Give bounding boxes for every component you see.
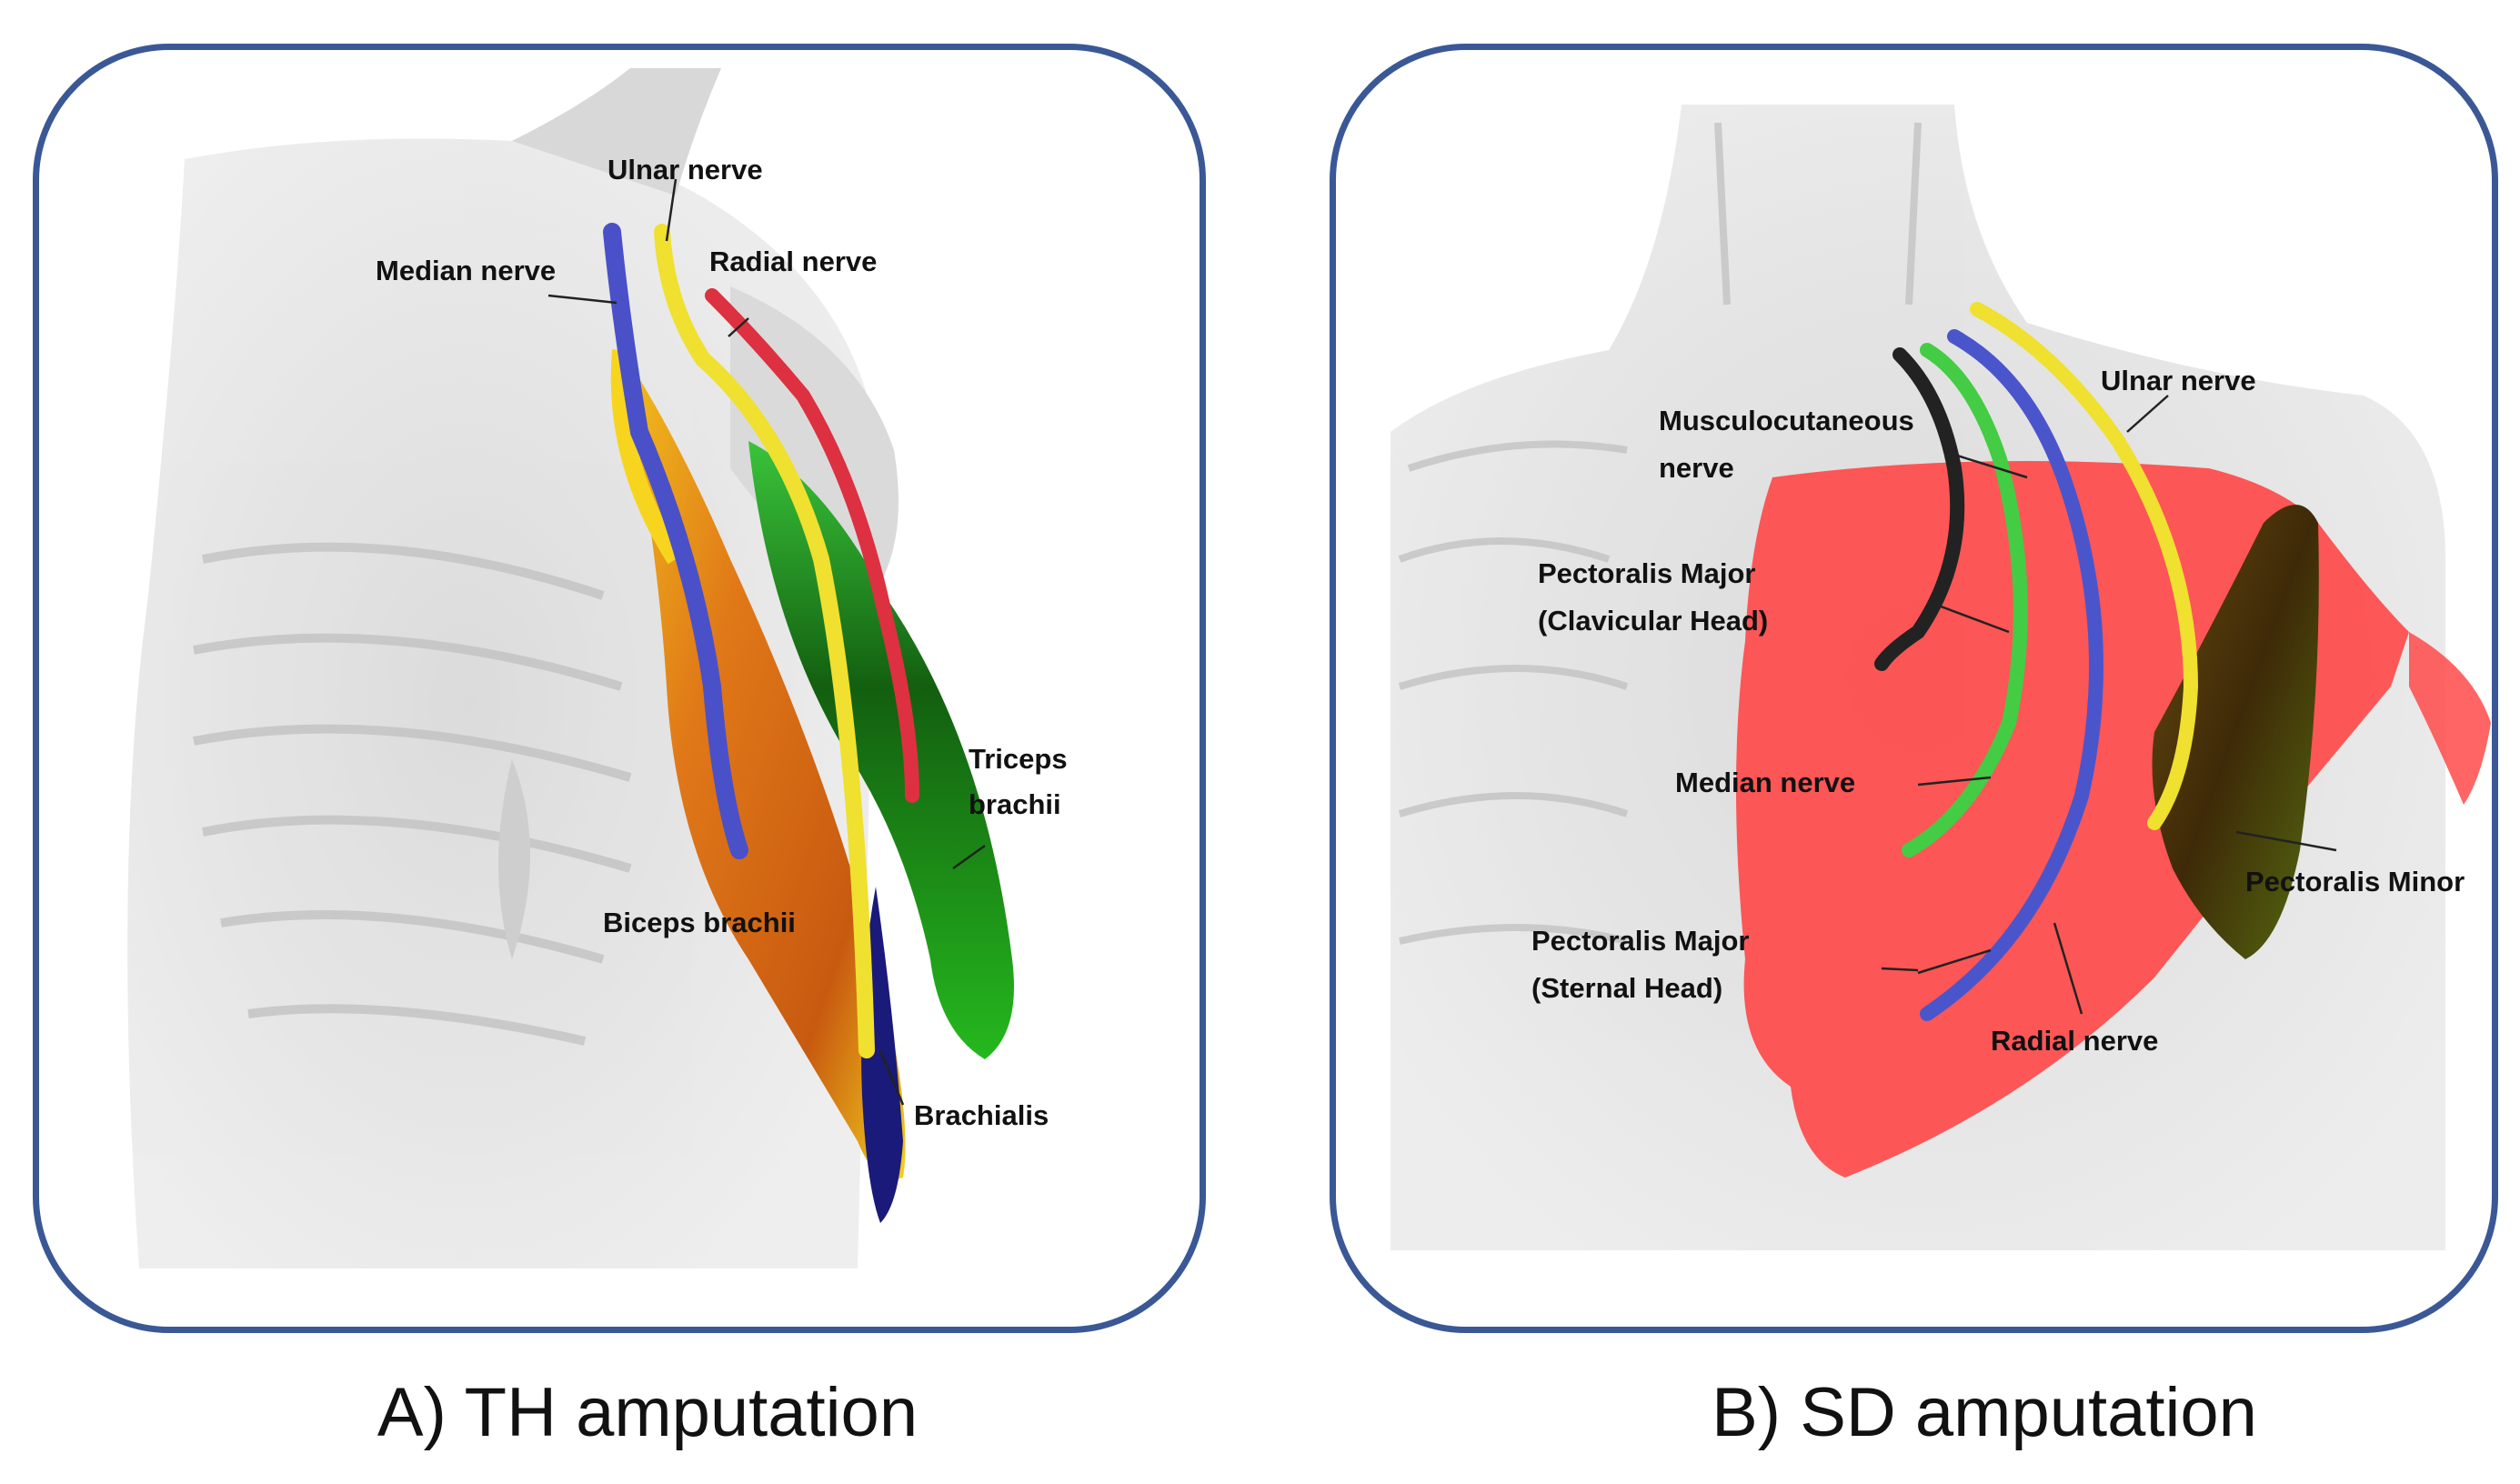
label-pectoralis-minor: Pectoralis Minor <box>2245 866 2465 897</box>
label-triceps-line2: brachii <box>969 788 1061 820</box>
label-pec-major-sternal-line2: (Sternal Head) <box>1531 972 1722 1004</box>
sd-anatomy-illustration: Ulnar nerve Musculocutaneous nerve Pecto… <box>1391 105 2491 1250</box>
label-musculocutaneous-line1: Musculocutaneous <box>1659 405 1914 436</box>
label-musculocutaneous-line2: nerve <box>1659 452 1734 484</box>
pectoralis-minor <box>2152 505 2319 959</box>
median-nerve-b <box>1902 343 2028 857</box>
label-radial-nerve-b: Radial nerve <box>1991 1025 2158 1057</box>
label-ulnar-nerve-a: Ulnar nerve <box>607 154 763 186</box>
ulnar-nerve-a <box>654 224 875 1058</box>
label-biceps-brachii: Biceps brachii <box>603 907 796 938</box>
label-radial-nerve-a: Radial nerve <box>709 246 877 277</box>
label-median-nerve-b: Median nerve <box>1675 767 1855 798</box>
panel-th-amputation: Median nerve Ulnar nerve Radial nerve Tr… <box>33 44 1206 1333</box>
triceps-brachii <box>748 441 1014 1059</box>
label-pec-major-sternal-line1: Pectoralis Major <box>1531 925 1749 957</box>
th-anatomy-illustration: Median nerve Ulnar nerve Radial nerve Tr… <box>127 68 1068 1268</box>
caption-sd-amputation: B) SD amputation <box>1712 1374 2257 1451</box>
musculocutaneous-nerve <box>1874 347 1965 671</box>
radial-nerve-b <box>1920 329 2103 1021</box>
label-pec-major-clavicular-line2: (Clavicular Head) <box>1538 605 1768 637</box>
panel-sd-amputation: Ulnar nerve Musculocutaneous nerve Pecto… <box>1330 44 2498 1333</box>
median-nerve-a <box>603 223 748 859</box>
radial-nerve-a <box>705 288 919 803</box>
caption-th-amputation: A) TH amputation <box>376 1374 919 1451</box>
label-ulnar-nerve-b: Ulnar nerve <box>2101 365 2256 396</box>
label-median-nerve-a: Median nerve <box>376 255 556 286</box>
label-pec-major-clavicular-line1: Pectoralis Major <box>1538 557 1755 589</box>
label-brachialis: Brachialis <box>914 1099 1049 1131</box>
label-triceps-line1: Triceps <box>969 743 1068 775</box>
ulnar-nerve-b <box>1970 302 2199 830</box>
